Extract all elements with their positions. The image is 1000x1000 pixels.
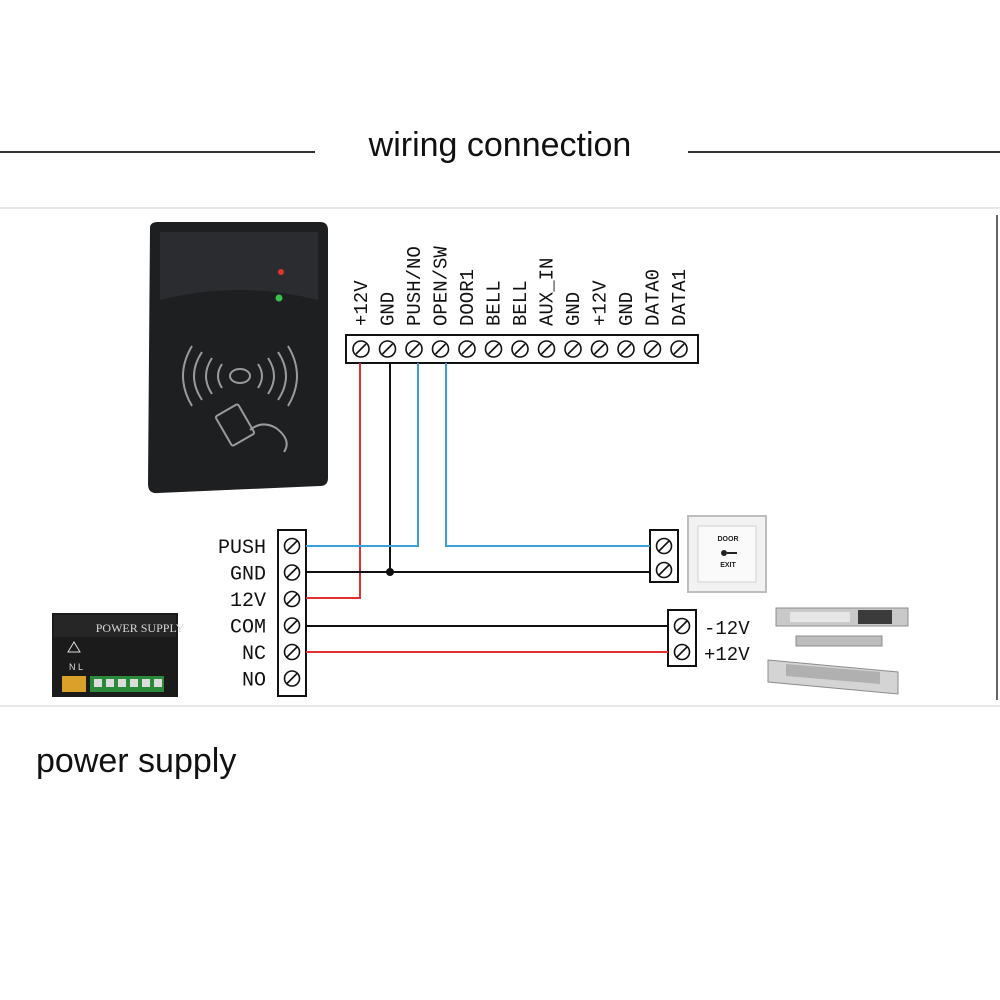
psu-screw-slot-2 [286,593,298,605]
power-supply-unit-icon: POWER SUPPLY N L [52,613,185,697]
psu-terminal-label: 12V [230,590,266,613]
controller-terminal-label: DATA0 [643,269,665,326]
controller-terminal-label: DOOR1 [457,269,479,326]
controller-terminal-label: GND [616,292,638,326]
psu-unit-label: POWER SUPPLY [96,621,185,635]
controller-screw-slot-7 [540,343,553,355]
controller-terminal-label: +12V [351,280,373,326]
wires [306,363,668,653]
controller-screws [352,340,688,358]
magnetic-lock-icon [767,607,909,695]
controller-screw-slot-1 [381,343,394,355]
controller-screw-slot-4 [461,343,473,355]
controller-terminal-label: PUSH/NO [404,246,426,326]
psu-mains-markings: N L [69,662,83,672]
psu-screw-slot-3 [286,619,298,632]
controller-screw-slot-11 [646,343,659,355]
wire-push-blue [306,363,419,547]
wire-12v-red [306,363,361,599]
rfid-reader-icon [148,222,328,494]
controller-terminal-label: GND [378,292,400,326]
psu-screw-slot-1 [286,566,298,579]
exit-screws [655,537,673,579]
wire-open-blue [445,363,650,547]
controller-terminal-label: BELL [510,280,532,326]
controller-terminal-label: OPEN/SW [431,246,453,326]
psu-screw-slot-5 [286,672,298,685]
controller-screw-slot-8 [567,343,579,355]
power-supply-caption: power supply [36,742,237,780]
controller-screw-slot-2 [408,343,420,355]
lock-terminal-neg: -12V [704,618,750,640]
psu-terminal-block [277,529,307,697]
title-rule-right [688,151,1000,153]
psu-terminal-label: NO [242,670,266,693]
psu-terminal-label: COM [230,617,266,640]
psu-terminal-label: NC [242,643,266,666]
controller-screw-slot-9 [593,343,606,355]
controller-screw-slot-6 [514,343,526,355]
psu-screw-slot-4 [286,646,298,658]
exit-button-line1: DOOR [718,536,739,543]
controller-screw-slot-10 [620,343,632,355]
controller-terminal-label: BELL [484,280,506,326]
psu-terminal-label: GND [230,564,266,587]
controller-screw-slot-5 [487,343,500,355]
psu-terminal-label: PUSH [218,537,266,560]
controller-terminal-label: DATA1 [669,269,691,326]
psu-screw-slot-0 [286,540,298,552]
controller-terminal-label: AUX_IN [537,258,559,326]
junction-dot [386,568,394,576]
controller-screw-slot-0 [355,343,367,355]
controller-terminal-label: +12V [590,280,612,326]
controller-screw-slot-12 [673,343,685,355]
lock-screws [673,617,691,661]
controller-terminal-label: GND [563,292,585,326]
controller-terminal-block [345,334,699,364]
psu-labels: PUSH GND 12V COM NC NO [218,537,266,693]
diagram-title: wiring connection [368,126,632,164]
psu-screws [283,537,301,687]
controller-screw-slot-3 [434,343,447,355]
exit-button-line2: EXIT [720,562,736,569]
title-rule-left [0,151,315,153]
lock-terminal-pos: +12V [704,644,750,666]
exit-button-icon: DOOR EXIT [687,515,767,593]
